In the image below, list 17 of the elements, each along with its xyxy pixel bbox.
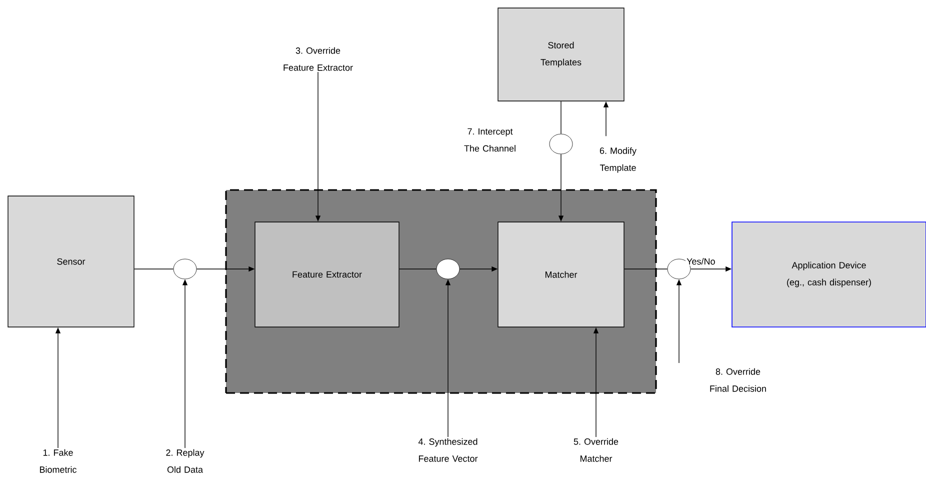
attack-label: 5. Override Matcher [574,438,618,462]
process-box: Feature Extractor [254,222,400,328]
attack-label: 7. Intercept The Channel [464,128,516,152]
interception-circle [436,258,460,280]
attack-label: 4. Synthesized Feature Vector [418,438,478,462]
attack-label: 3. Override Feature Extractor [284,47,353,71]
attack-label: 1. Fake Biometric [40,449,77,473]
attack-label: 6. Modify Template [600,147,636,173]
attack-label: 8. Override Final Decision [710,368,766,392]
attack-label: 2. Replay Old Data [166,449,204,473]
interception-circle [173,258,197,280]
device-box: Application Device (eg., cash dispenser) [732,222,926,328]
edge-label: Yes/No [686,257,716,266]
process-box: Sensor [8,196,134,328]
process-box: Stored Templates [498,8,624,102]
process-box: Matcher [498,222,624,328]
interception-circle [549,134,573,154]
